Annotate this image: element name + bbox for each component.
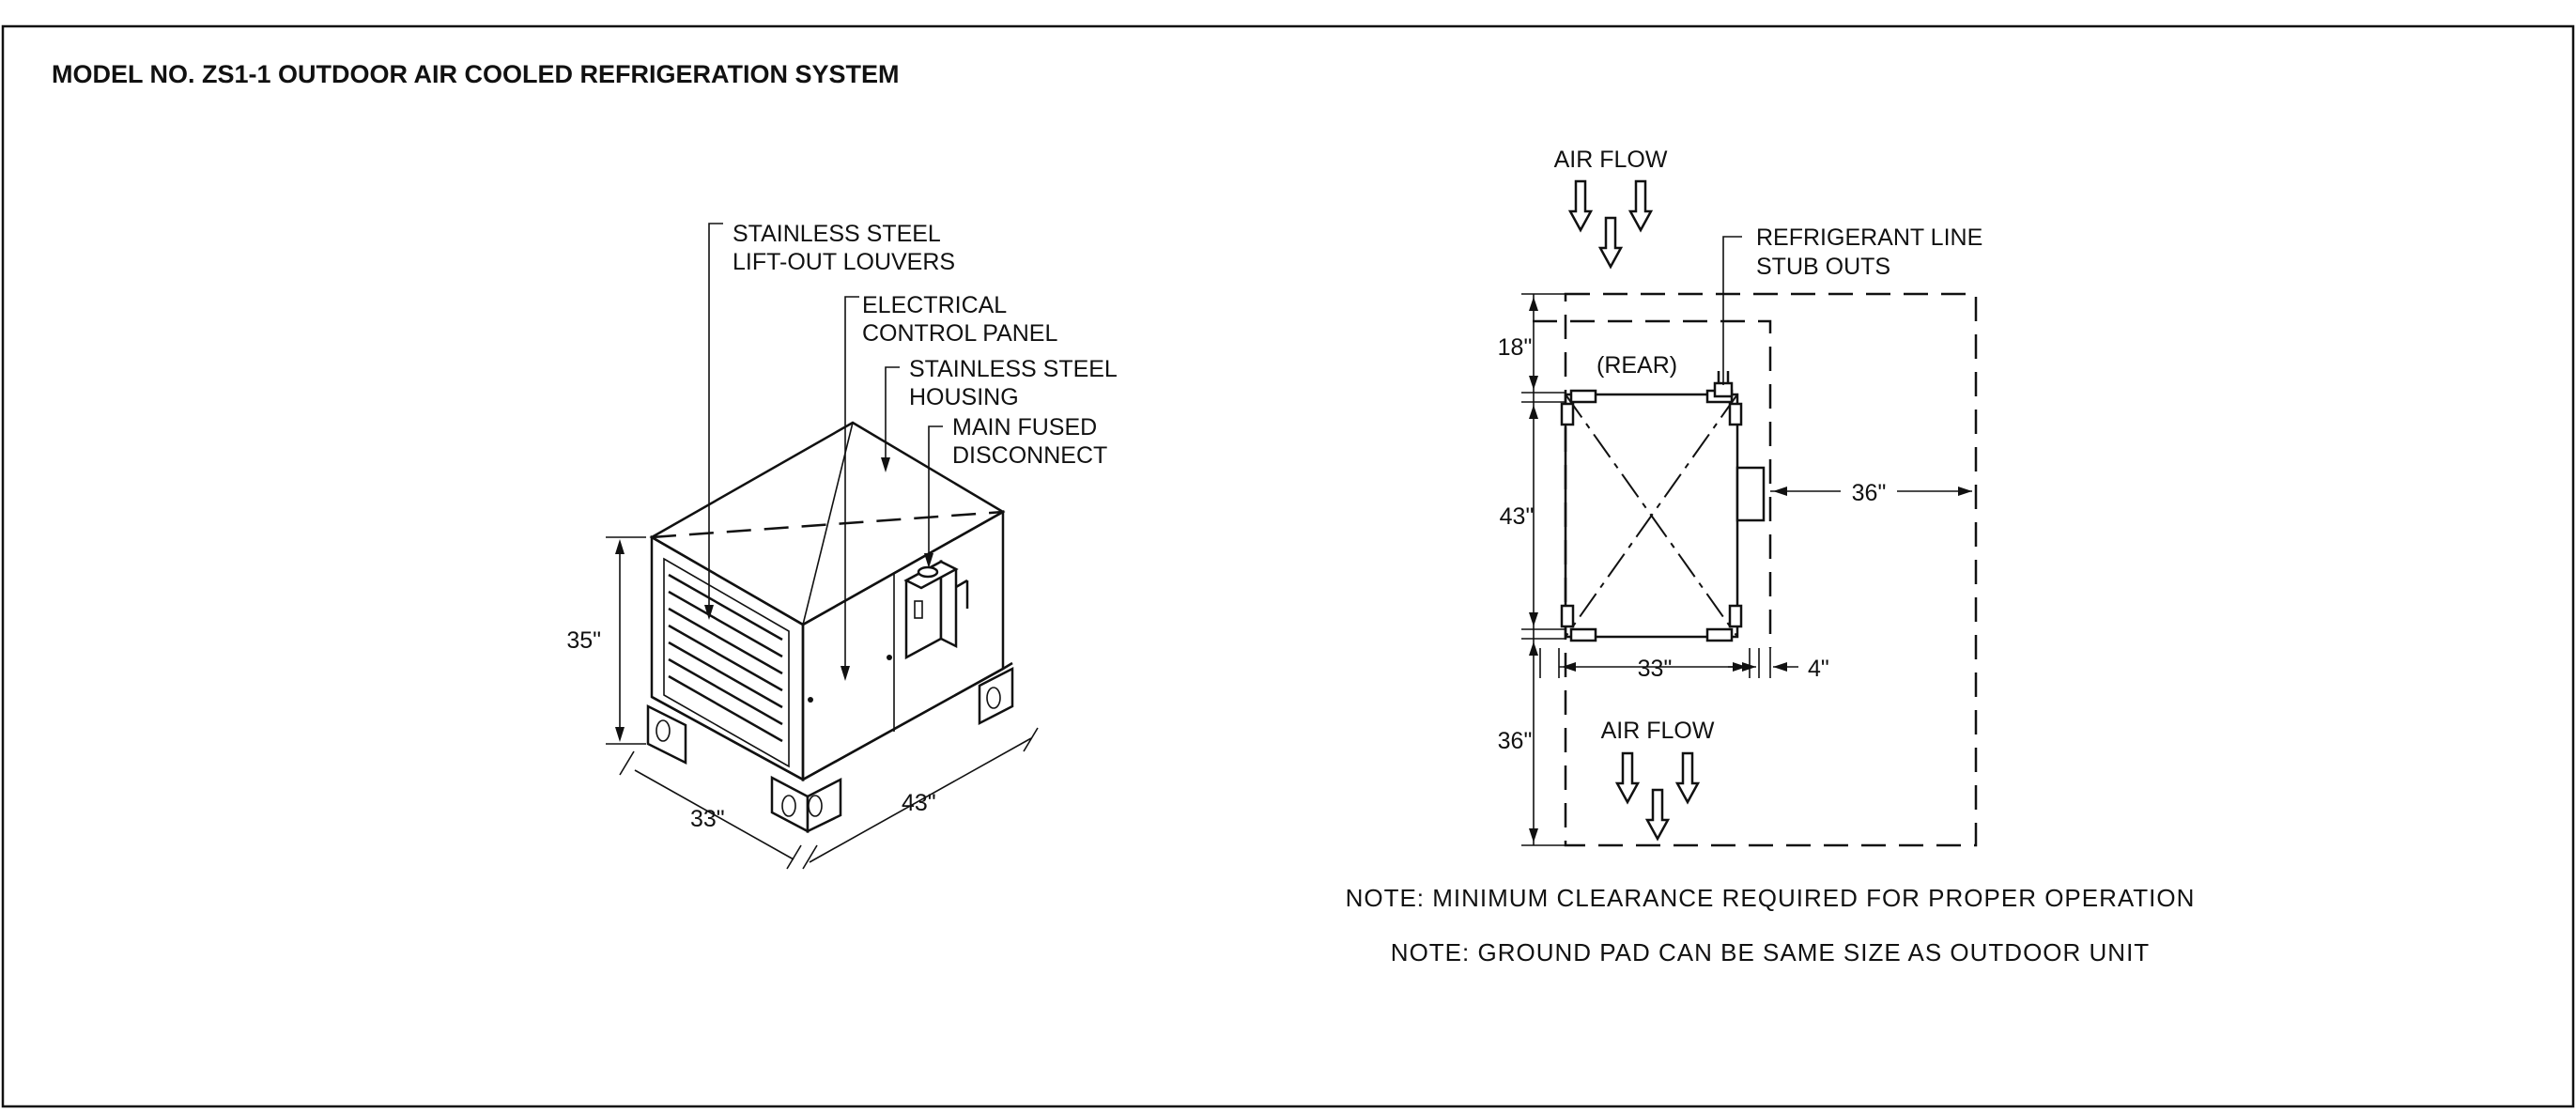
plan-air-flow-bottom: AIR FLOW [1601, 718, 1715, 744]
leader-control-panel [841, 296, 859, 681]
iso-right-face [801, 509, 1005, 782]
plan-disconnect [1735, 466, 1766, 522]
plan-dim-front-clearance: 36" [1498, 728, 1533, 754]
note-minimum-clearance: NOTE: MINIMUM CLEARANCE REQUIRED FOR PRO… [1346, 884, 2196, 912]
dim-width-label: 33" [690, 806, 725, 832]
leader-housing [881, 366, 900, 472]
plan-dim-unit-depth: 43" [1500, 503, 1535, 530]
callout-disconnect-line1: MAIN FUSED [952, 414, 1097, 441]
air-flow-arrows-bottom [1614, 751, 1701, 842]
iso-foot-front [770, 775, 842, 834]
dim-height-label: 35" [566, 627, 601, 654]
callout-louvers-line2: LIFT-OUT LOUVERS [733, 249, 955, 275]
iso-roof-dashed-diagonal [651, 510, 1004, 539]
dim-height [606, 536, 646, 745]
dim-width [619, 750, 802, 870]
plan-dim-side-gap [1728, 648, 1798, 678]
iso-roof-fold-line [802, 422, 854, 626]
plan-dim-width [1539, 648, 1751, 678]
iso-foot-right [978, 666, 1014, 726]
callout-housing-line1: STAINLESS STEEL [909, 356, 1118, 382]
dim-depth [802, 727, 1039, 870]
air-flow-arrows-top [1567, 179, 1654, 270]
leader-stub-outs [1722, 236, 1742, 385]
plan-rear-label: (REAR) [1597, 352, 1677, 379]
callout-disconnect-line2: DISCONNECT [952, 442, 1107, 469]
plan-dim-rear-clearance: 18" [1498, 334, 1533, 361]
plan-dim-side-clearance [1770, 487, 1972, 496]
iso-panel-latch [887, 655, 892, 660]
callout-stub-outs-line2: STUB OUTS [1756, 254, 1890, 280]
drawing-title: MODEL NO. ZS1-1 OUTDOOR AIR COOLED REFRI… [52, 60, 900, 88]
plan-pad-boundary [1533, 319, 1772, 648]
plan-air-flow-top: AIR FLOW [1554, 147, 1668, 173]
note-ground-pad: NOTE: GROUND PAD CAN BE SAME SIZE AS OUT… [1391, 938, 2150, 966]
plan-clearance-boundary [1564, 292, 1978, 847]
iso-panel-screw [808, 697, 813, 703]
iso-base-rail-right [802, 667, 1004, 781]
sheet-border [1, 24, 2575, 1108]
iso-foot-left [646, 703, 687, 765]
callout-panel-line2: CONTROL PANEL [862, 320, 1057, 347]
leader-disconnect [924, 425, 943, 568]
callout-panel-line1: ELECTRICAL [862, 292, 1007, 318]
disconnect-box [903, 559, 969, 660]
callout-stub-outs-line1: REFRIGERANT LINE [1756, 224, 1982, 251]
plan-dim-chain-left [1521, 293, 1566, 846]
leader-louvers [704, 223, 723, 620]
callout-housing-line2: HOUSING [909, 384, 1019, 410]
isometric-view: 35" 33" 43" [566, 221, 1118, 870]
iso-louver-slats [668, 573, 783, 743]
dim-depth-label: 43" [902, 790, 936, 816]
iso-louver-frame [663, 557, 790, 768]
plan-dim-unit-width: 33" [1638, 656, 1673, 682]
plan-view: 18" 43" 36" 33" 4" 3 [1498, 147, 1982, 847]
plan-dim-side-clearance-label: 36" [1852, 480, 1887, 506]
iso-base-rail-front [651, 695, 804, 781]
plan-unit-diagonal-2 [1565, 394, 1738, 638]
callout-louvers-line1: STAINLESS STEEL [733, 221, 941, 247]
plan-dim-side-gap-label: 4" [1808, 656, 1829, 682]
